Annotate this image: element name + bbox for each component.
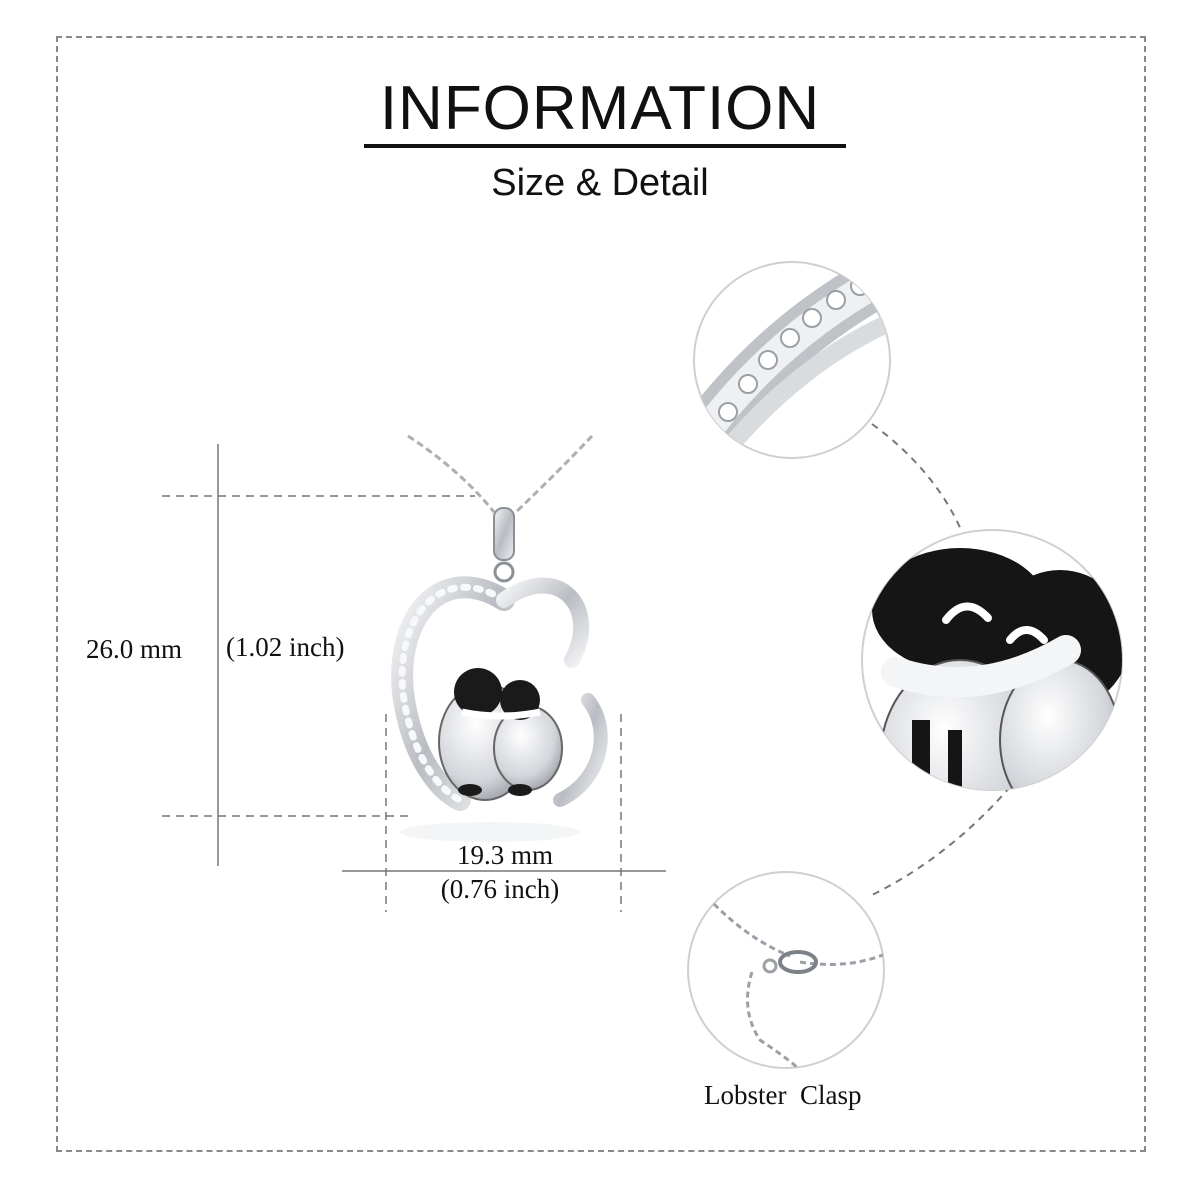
- height-inch-label: (1.02 inch): [226, 632, 345, 662]
- stone-band-detail: [693, 261, 891, 459]
- title-underline: [364, 144, 846, 148]
- detail-connectors: [869, 423, 1091, 897]
- height-mm-label: 26.0 mm: [86, 634, 183, 664]
- page-subtitle: Size & Detail: [491, 162, 709, 204]
- height-dimension-lines: [162, 444, 475, 866]
- page-title: INFORMATION: [379, 74, 821, 143]
- clasp-label: Lobster Clasp: [704, 1080, 862, 1110]
- heart-penguin-pendant: [391, 434, 608, 842]
- penguin-detail: [861, 529, 1123, 791]
- width-mm-label: 19.3 mm: [456, 840, 553, 870]
- width-inch-label: (0.76 inch): [440, 874, 560, 904]
- clasp-detail: [687, 871, 885, 1069]
- dashed-frame: [56, 36, 1146, 1152]
- width-dimension-lines: [342, 714, 666, 912]
